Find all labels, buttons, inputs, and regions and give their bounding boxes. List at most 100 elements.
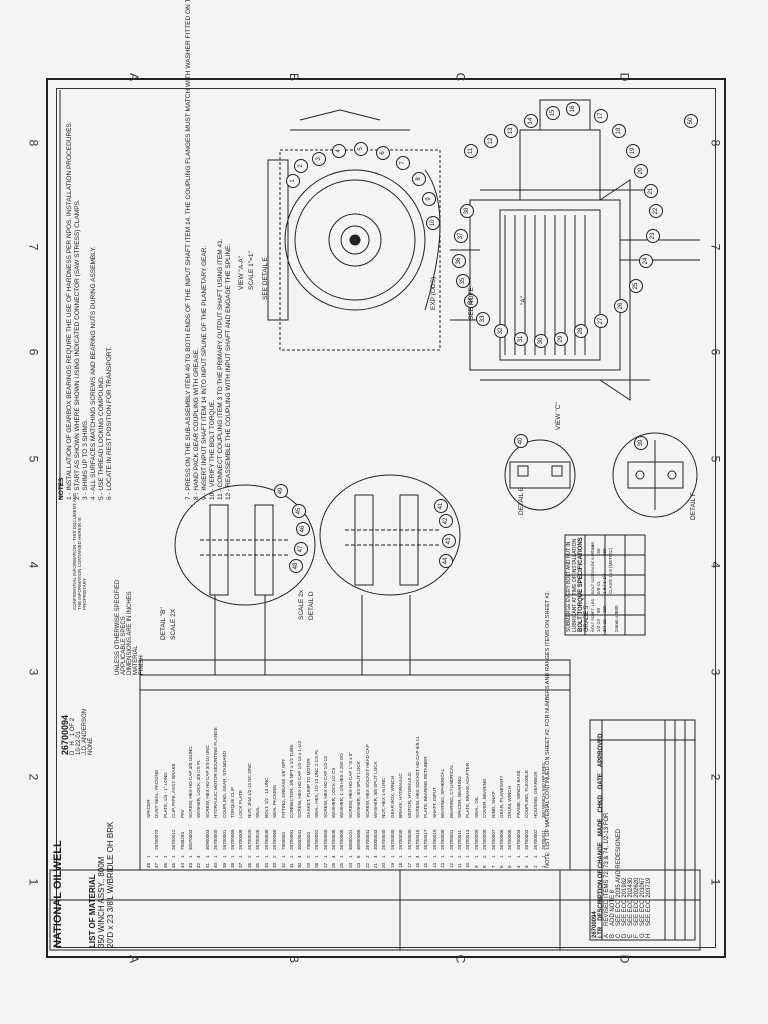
bom-cell: WASHER, 3/4 SPLIT LOCK <box>356 761 362 818</box>
title-lines: LIST OF MATERIAL 350 WINCH ASSY., 800M 2… <box>88 748 115 948</box>
bom-cell: COUPLING, GEAR, STANDARD <box>221 750 227 818</box>
bom-cell: BRAKE, HYDRAULIC <box>398 773 404 818</box>
scale-value: NONE <box>88 737 94 755</box>
detail-b-scale: SCALE 2X <box>170 608 177 640</box>
callout-balloon: 22 <box>649 204 663 218</box>
bom-cell: 1 <box>213 855 219 858</box>
bom-cell: CONNECTOR, 3/8 NPT x 1/2 TUBE <box>288 744 294 818</box>
callout-balloon: 27 <box>594 314 608 328</box>
bom-cell: HYDRAULIC MOTOR MOUNTING FLANGE <box>213 727 219 818</box>
bom-cell: 2 <box>532 865 538 868</box>
torque-cell: 680 <box>602 548 607 556</box>
torque-header-cell: GRADE 8 / ITEM <box>590 544 595 575</box>
detail-d-scale: SCALE 2x <box>298 590 305 620</box>
bom-row: 30430003041SCREW, HEX HD CAP 1/2-13 x 1-… <box>296 663 304 868</box>
torque-row: 24mm x 3580 <box>614 537 620 632</box>
proprietary-notice: CONFIDENTIAL INFORMATION - THIS DOCUMENT… <box>72 492 87 610</box>
torque-header-note: SUBMERGE EVERY BOLT AND NUT IN LUBRICANT… <box>566 538 578 632</box>
title-block-frame <box>49 869 701 951</box>
bom-cell: CLIP, PIPE, ASSY. BRAKE <box>171 763 177 818</box>
bom-row: 45126700012CLIP, PIPE, ASSY. BRAKE <box>170 663 178 868</box>
bom-cell: 1 <box>179 855 185 858</box>
bom-cell: 8 <box>356 855 362 858</box>
bom-cell: SEAL, OIL <box>473 796 479 818</box>
bom-cell: 7938294 <box>179 832 185 850</box>
callout-balloon: 2 <box>294 159 308 173</box>
bom-cell: 1 <box>448 855 454 858</box>
bom-row: 5126700005DRUM, WINCH <box>506 663 514 868</box>
torque-header-cell: BOLT SIZE <box>590 611 595 632</box>
bom-cell: 11 <box>457 863 463 868</box>
bom-cell: 26700006 <box>499 829 505 850</box>
bom-cell: SCREW, HEX HD CAP 1/2-13 <box>322 756 328 818</box>
revisions-frame <box>589 719 696 941</box>
finish-label: FINISH <box>139 655 145 675</box>
numbered-notes-block: 7 - PRESS ON THE SUB-ASSEMBLY ITEM 40 TO… <box>185 0 233 500</box>
bom-cell: 1 <box>490 855 496 858</box>
bom-cell: 26700008 <box>238 829 244 850</box>
bom-cell: 2 <box>246 855 252 858</box>
bom-cell: 14 <box>431 862 437 868</box>
bom-cell: 30070003 <box>188 829 194 850</box>
callout-balloon: 35 <box>456 274 470 288</box>
bom-cell: 26700030 <box>398 829 404 850</box>
bom-row: 18126700030BRAKE, HYDRAULIC <box>397 663 405 868</box>
bom-cell: 12 <box>448 862 454 868</box>
bom-cell: 41 <box>204 862 210 868</box>
bom-row: 28126700052SEAL, HEX, 1/2-13 UNC 2 CS PL <box>313 663 321 868</box>
bom-cell: 26700001 <box>221 829 227 850</box>
bom-cell: BEARING, CYLINDRICAL <box>448 764 454 818</box>
callout-balloon: 44 <box>439 554 453 568</box>
bom-cell: GEAR, PLANETARY <box>499 775 505 818</box>
bom-cell: 1 <box>431 855 437 858</box>
torque-cell: 1/2-13 <box>596 619 601 632</box>
bom-cell: 1 <box>541 865 547 868</box>
detail-f-drawing <box>612 432 698 518</box>
bom-cell: 7900004 <box>305 832 311 850</box>
callout-balloon: 47 <box>294 542 308 556</box>
bom-cell: 24 <box>347 862 353 868</box>
bom-cell: 1 <box>524 855 530 858</box>
bom-cell: BOLT, 1/2 - 13 UNC <box>263 777 269 818</box>
bom-cell: 32 <box>280 862 286 868</box>
bom-cell: 1 <box>465 855 471 858</box>
bom-cell: 5 <box>507 865 513 868</box>
bom-row: 39126700001COUPLING, GEAR, STANDARD <box>221 663 229 868</box>
bom-cell: WASHER, LOCK 1/2 CS <box>330 767 336 818</box>
bom-row: 8226700008COVER, BEARING <box>481 663 489 868</box>
callout-balloon: 32 <box>494 324 508 338</box>
bom-row: 40126700000HYDRAULIC MOTOR MOUNTING FLAN… <box>212 663 220 868</box>
revision-cell: SEE ECO 203719 <box>646 877 652 926</box>
callout-balloon: 46 <box>296 522 310 536</box>
bom-cell: DRUM, WINCH <box>507 786 513 818</box>
detail-b-title: DETAIL "B" <box>160 607 167 640</box>
bom-cell: 1 <box>515 855 521 858</box>
bom-row: 10126700013PLATE, BRAKE ADAPTER <box>464 663 472 868</box>
bom-cell: 30003041 <box>297 829 303 850</box>
spec-block: UNLESS OTHERWISE SPECIFIED APPLICABLE SP… <box>115 545 145 675</box>
callout-balloon: 10 <box>426 216 440 230</box>
callout-balloon: 30 <box>534 334 548 348</box>
callout-balloon: 23 <box>646 229 660 243</box>
callout-balloon: 5 <box>354 142 368 156</box>
bom-cell: PLATE, BRAKE ADAPTER <box>465 762 471 818</box>
callout-balloon: 42 <box>439 514 453 528</box>
bom-cell: SCREW, HEX HD CAP 3/4-10 UNC <box>204 745 210 818</box>
bom-row: 36226700020NUT, JAM 1/2-13 NC ZINC <box>246 663 254 868</box>
bom-cell: 26700019 <box>431 829 437 850</box>
bom-cell: 1 <box>238 855 244 858</box>
torque-header-cell: FT. LBS. <box>590 540 595 556</box>
bom-cell: 3 <box>524 865 530 868</box>
torque-cell: 260 <box>602 605 607 613</box>
see-note-label: SEE NOTE <box>468 287 475 320</box>
bom-cell: 4 <box>415 855 420 858</box>
bom-row: 25126700005WASHER, 1-1/8 HEX 2.250 OD <box>338 663 346 868</box>
bom-row: 23830900066WASHER, 3/4 SPLIT LOCK <box>355 663 363 868</box>
callout-balloon: 40 <box>514 434 528 448</box>
bom-cell: 2 <box>272 855 278 858</box>
bom-row: 424WASHER, LOCK, 3/8 CS PL <box>195 663 203 868</box>
bom-cell: 1 <box>406 855 412 858</box>
bom-row: 33226700060SEAL PACKING <box>271 663 279 868</box>
callout-balloon: 4 <box>332 144 346 158</box>
